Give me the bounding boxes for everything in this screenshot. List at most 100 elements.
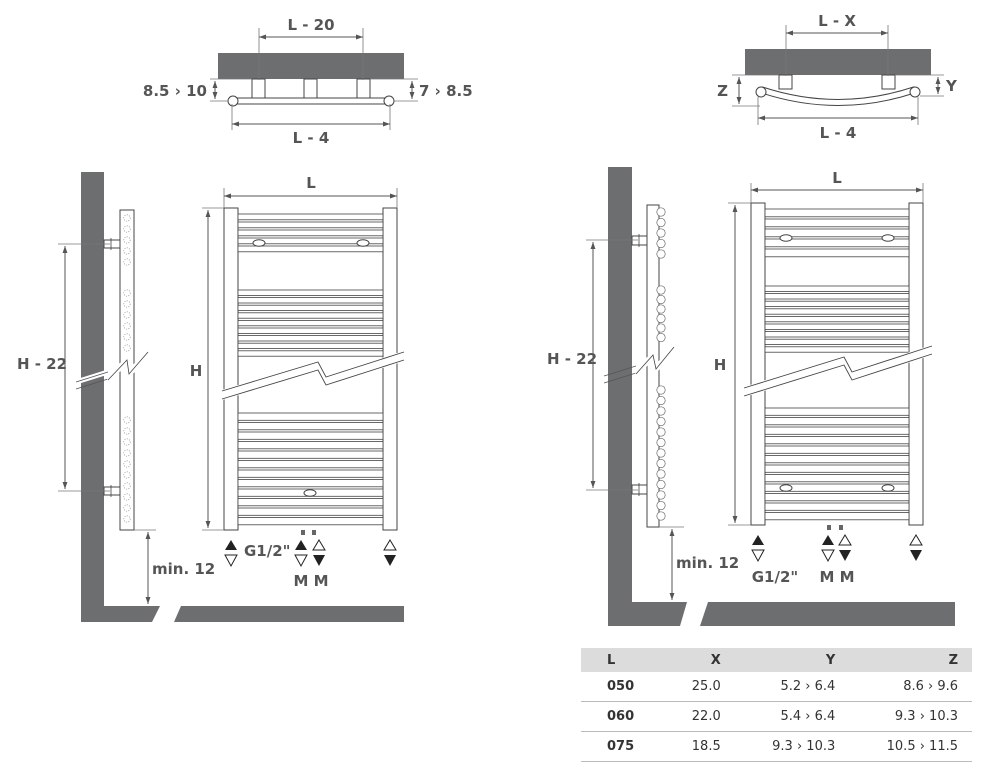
radiator-tube (764, 218, 910, 228)
tube-section (123, 416, 131, 424)
flow-symbols (224, 539, 397, 568)
dim-h-22-label: H - 22 (17, 355, 67, 373)
radiator-tube (764, 285, 910, 292)
tube-section (123, 258, 131, 266)
radiator-tube (764, 512, 910, 521)
mount-clip (881, 234, 895, 242)
radiator-tube (237, 213, 384, 221)
radiator-tube (237, 450, 384, 459)
tube-section (123, 214, 131, 222)
dim-l-4-label-right: L - 4 (820, 124, 857, 142)
tube-section (656, 294, 666, 305)
cell-x: 18.5 (663, 731, 737, 762)
tube-section (656, 238, 666, 249)
radiator-tube (764, 445, 910, 454)
radiator-tube (764, 248, 910, 258)
radiator-tube (237, 237, 384, 245)
tube-section (123, 247, 131, 255)
radiator-tube (764, 455, 910, 464)
tube-section (123, 289, 131, 297)
radiator-tube (237, 517, 384, 526)
cell-l: 050 (581, 672, 664, 702)
tube-section (656, 479, 666, 490)
cell-x: 22.0 (663, 701, 737, 732)
tube-section (123, 300, 131, 308)
radiator-tube (764, 308, 910, 315)
col-header-y: Y (736, 648, 850, 672)
m-labels-right: M M (819, 568, 854, 586)
radiator-tube (237, 422, 384, 431)
mount-clip (881, 484, 895, 492)
right-floor-a (608, 602, 687, 626)
radiator-tube (237, 245, 384, 253)
tube-section (123, 344, 131, 352)
left-wall (81, 172, 104, 622)
tube-section (123, 322, 131, 330)
dim-left-offset-label: 8.5 › 10 (143, 82, 207, 100)
col-header-l: L (581, 648, 664, 672)
tube-section (656, 304, 666, 314)
thread-label-right: G1/2" (752, 568, 798, 586)
tube-section (656, 406, 666, 416)
col-header-z: Z (849, 648, 972, 672)
right-front-view: L H G1/2" M M (714, 169, 934, 586)
left-top-wall (218, 53, 404, 79)
tube-section (656, 500, 666, 511)
radiator-tube (237, 221, 384, 229)
cell-y: 9.3 › 10.3 (736, 731, 850, 762)
flow-symbols-right (751, 534, 923, 563)
radiator-tube (237, 350, 384, 357)
bracket (251, 78, 266, 100)
radiator-tube (237, 460, 384, 469)
tube-section (656, 490, 666, 500)
radiator-tube (237, 335, 384, 342)
tube-section (656, 332, 666, 343)
mount-clip (779, 234, 793, 242)
dim-l-4-label: L - 4 (293, 129, 330, 147)
dim-right-offset-label: 7 › 8.5 (419, 82, 473, 100)
cell-y: 5.2 › 6.4 (736, 672, 850, 702)
radiator-tube (237, 507, 384, 516)
cell-x: 25.0 (663, 672, 737, 702)
radiator-tube (237, 289, 384, 296)
tube-section (123, 515, 131, 523)
tube-section (123, 333, 131, 341)
tube-section (656, 395, 666, 406)
cell-l: 060 (581, 701, 664, 732)
left-top-view: L - 20 L - 4 8.5 › 10 7 › 8.5 (143, 16, 473, 147)
radiator-tube (764, 208, 910, 218)
radiator-tube (237, 312, 384, 319)
mount-clip (303, 489, 317, 497)
tube-section (656, 385, 666, 395)
dim-y-label: Y (945, 77, 958, 95)
left-floor-b (174, 606, 404, 622)
left-collector (223, 207, 239, 531)
tube-section (656, 313, 666, 324)
tube-section (656, 285, 666, 295)
radiator-tube (237, 479, 384, 488)
radiator-tube (764, 338, 910, 346)
tube-section (123, 471, 131, 479)
left-side-view: H - 22 min. 12 (17, 172, 404, 622)
bracket (303, 78, 318, 100)
table-header-row: L X Y Z (581, 648, 972, 672)
radiator-bar (231, 97, 391, 105)
dim-min-12-label: min. 12 (152, 560, 215, 578)
radiator-tube (237, 431, 384, 440)
tube-section (656, 469, 666, 479)
radiator-tube (764, 293, 910, 300)
radiator-tube (764, 502, 910, 511)
dim-h-label: H (190, 362, 203, 380)
dim-l-20-label: L - 20 (287, 16, 334, 34)
cell-l: 075 (581, 731, 664, 762)
radiator-tube (237, 412, 384, 421)
tube-section (123, 449, 131, 457)
radiator-tube (764, 426, 910, 435)
tube-section (656, 427, 666, 437)
radiator-tube (764, 346, 910, 353)
dim-l-label: L (306, 174, 316, 192)
mount-clip (252, 239, 266, 247)
right-wall (608, 167, 632, 626)
m-labels: M M (293, 572, 328, 590)
tube-section (123, 311, 131, 319)
